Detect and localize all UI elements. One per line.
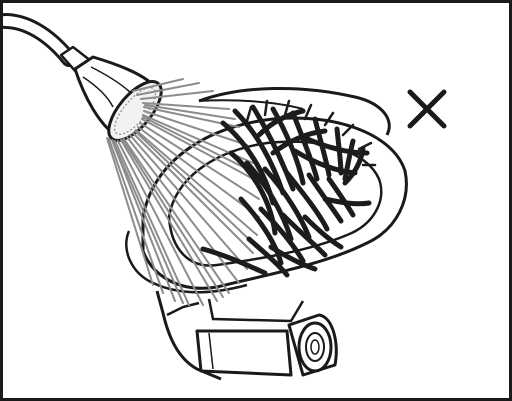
shower-head-icon bbox=[59, 45, 163, 142]
illustration bbox=[3, 13, 447, 381]
cross-mark-icon bbox=[407, 89, 447, 129]
shower-hose bbox=[3, 13, 77, 67]
bristles-icon bbox=[200, 104, 372, 278]
water-spray-icon bbox=[106, 78, 260, 306]
bristle-tips bbox=[245, 99, 377, 167]
